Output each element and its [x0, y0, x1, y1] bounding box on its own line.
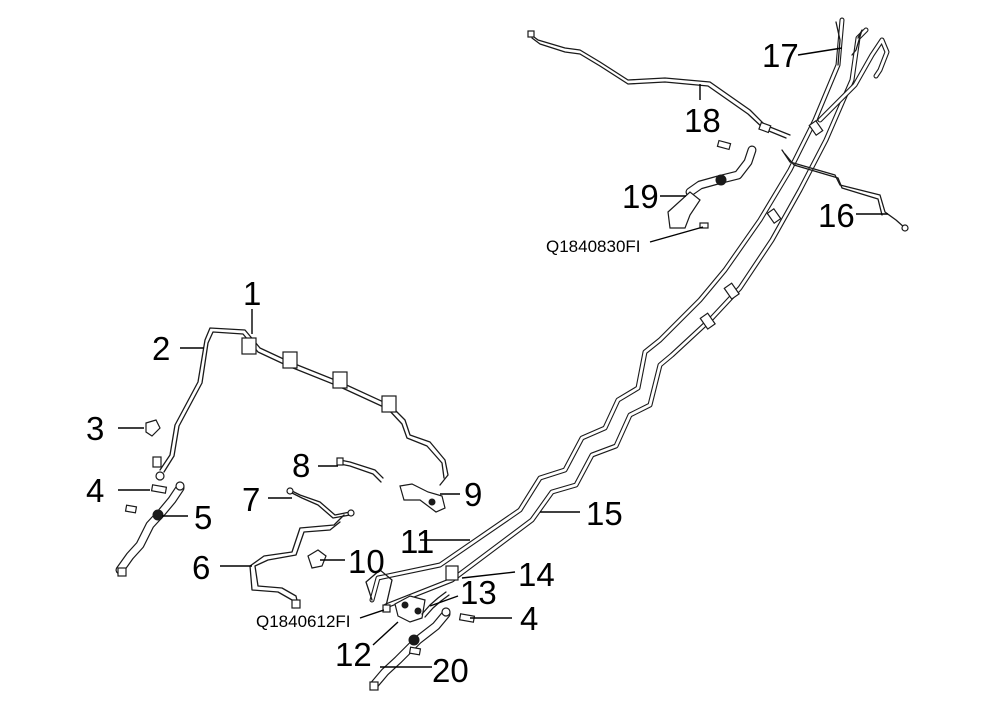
pipe-clip-1	[241, 337, 397, 413]
hose-20	[369, 607, 451, 691]
callout-8: 8	[292, 447, 310, 484]
long-brake-pipe-pair	[365, 17, 890, 609]
callout-11: 11	[400, 523, 434, 560]
callout-9: 9	[464, 476, 482, 513]
brake-pipe-16	[781, 149, 909, 232]
callout-20: 20	[432, 652, 469, 689]
callout-14: 14	[518, 556, 555, 593]
bolt-4-left	[124, 484, 168, 514]
part-number-labels: Q1840830FI Q1840612FI	[256, 237, 641, 631]
leader-lines	[118, 47, 888, 668]
callout-4-left: 4	[86, 472, 104, 509]
brake-pipe-6	[249, 514, 345, 609]
valve-block-12	[382, 595, 426, 623]
callout-5: 5	[194, 499, 212, 536]
clip-3	[145, 419, 161, 437]
callout-12: 12	[335, 636, 372, 673]
callout-1: 1	[243, 275, 261, 312]
flex-hose-19	[667, 139, 757, 229]
clip-10	[307, 549, 327, 569]
callout-labels: 1 2 3 4 5 6 7 8 9 10 11 13 12 14 15 16 1…	[86, 37, 855, 689]
callout-13: 13	[460, 574, 497, 611]
brake-pipe-7	[286, 487, 355, 519]
callout-2: 2	[152, 330, 170, 367]
callout-7: 7	[242, 481, 260, 518]
bolt-4-right	[408, 613, 476, 656]
callout-3: 3	[86, 410, 104, 447]
callout-6: 6	[192, 549, 210, 586]
brake-pipe-18	[527, 30, 791, 139]
brake-pipe-8	[336, 457, 384, 483]
bracket-9	[399, 483, 446, 513]
callout-16: 16	[818, 197, 855, 234]
callout-19: 19	[622, 178, 659, 215]
callout-17: 17	[762, 37, 799, 74]
brake-pipe-13	[421, 591, 450, 618]
part-number-q1840612fi: Q1840612FI	[256, 612, 351, 631]
callout-15: 15	[586, 495, 623, 532]
rear-brake-pipe-2	[152, 327, 449, 486]
callout-10: 10	[348, 543, 385, 580]
hose-5	[115, 481, 185, 577]
part-number-q1840830fi: Q1840830FI	[546, 237, 641, 256]
callout-18: 18	[684, 102, 721, 139]
callout-4-right: 4	[520, 600, 538, 637]
